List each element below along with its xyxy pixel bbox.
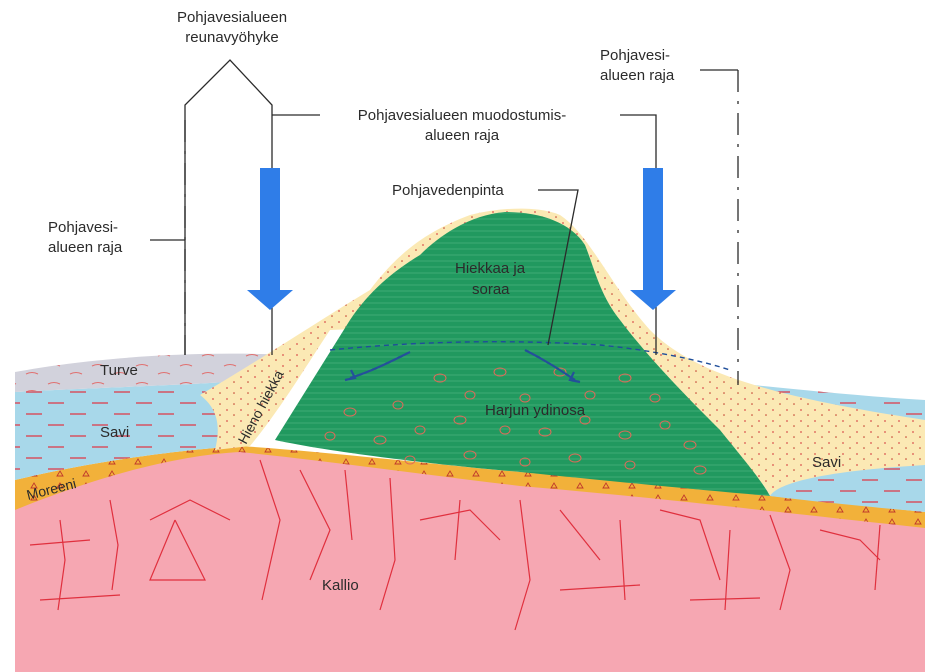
area-border-right-label-line1: Pohjavesi- bbox=[600, 47, 670, 64]
recharge-left-arrow-down-icon bbox=[247, 168, 293, 310]
area-border-left-label-line1: Pohjavesi- bbox=[48, 219, 118, 236]
edge-zone-bracket bbox=[185, 60, 272, 355]
edge-zone-label-line2: reunavyöhyke bbox=[185, 29, 278, 46]
formation-border-label-line1: Pohjavesialueen muodostumis- bbox=[358, 107, 566, 124]
esker-core bbox=[275, 212, 770, 496]
area-border-left-label-line2: alueen raja bbox=[48, 239, 123, 256]
sand-gravel-label-line2: soraa bbox=[472, 281, 510, 298]
water-table-label: Pohjavedenpinta bbox=[392, 182, 504, 199]
ridge-core-label: Harjun ydinosa bbox=[485, 402, 586, 419]
bedrock-label: Kallio bbox=[322, 577, 359, 594]
formation-border-label-line2: alueen raja bbox=[425, 127, 500, 144]
edge-zone-label-line1: Pohjavesialueen bbox=[177, 9, 287, 26]
sand-gravel-label-line1: Hiekkaa ja bbox=[455, 260, 526, 277]
area-border-right-label-line2: alueen raja bbox=[600, 67, 675, 84]
clay-right-label: Savi bbox=[812, 454, 841, 471]
clay-left-label: Savi bbox=[100, 424, 129, 441]
peat-label: Turve bbox=[100, 362, 138, 379]
recharge-right-arrow-down-icon bbox=[630, 168, 676, 310]
